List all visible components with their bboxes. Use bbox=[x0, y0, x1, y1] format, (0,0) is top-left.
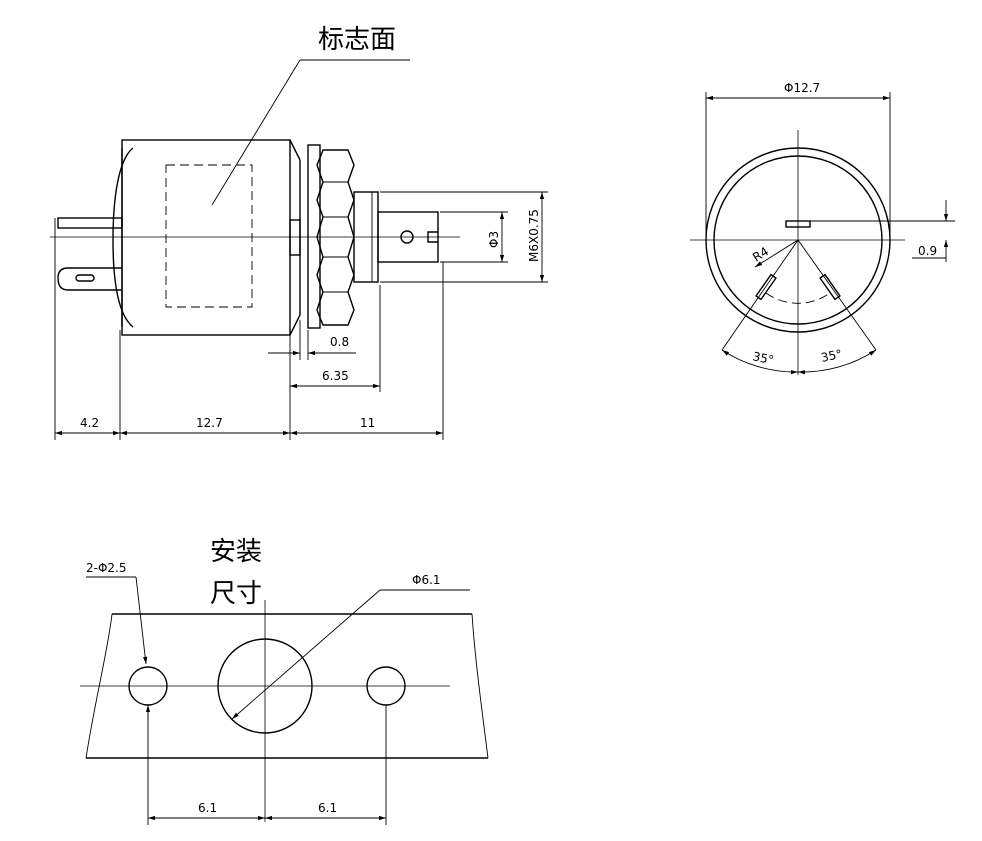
top-terminal-slot bbox=[785, 220, 811, 228]
panel-washer bbox=[307, 144, 321, 329]
hex-nut bbox=[316, 149, 355, 326]
right-terminal-slot bbox=[819, 273, 841, 301]
rear-terminal-bottom bbox=[57, 267, 122, 291]
rear-terminal-top bbox=[57, 217, 123, 229]
mounting-label-line1: 安装 bbox=[210, 537, 262, 567]
spacing-right: 6.1 bbox=[318, 801, 337, 815]
marking-face-label: 标志面 bbox=[318, 25, 396, 55]
dim-0-9: 0.9 bbox=[918, 244, 937, 258]
angle-right: 35° bbox=[820, 347, 844, 365]
dim-phi12-7: Φ12.7 bbox=[784, 81, 820, 95]
bulb-face bbox=[112, 147, 134, 328]
spacing-left: 6.1 bbox=[198, 801, 217, 815]
dim-thread: M6X0.75 bbox=[527, 209, 541, 262]
center-hole-label: Φ6.1 bbox=[412, 573, 441, 587]
dim-12-7: 12.7 bbox=[196, 416, 223, 430]
dim-4-2: 4.2 bbox=[80, 416, 99, 430]
hole-pattern-label: 2-Φ2.5 bbox=[86, 561, 127, 575]
dim-r4: R4 bbox=[750, 244, 771, 264]
front-terminal bbox=[377, 211, 439, 263]
dim-0-8: 0.8 bbox=[330, 335, 349, 349]
marking-face-leader bbox=[211, 59, 301, 206]
mounting-label-line2: 尺寸 bbox=[210, 579, 262, 609]
front-view: R4 35° 35° Φ12.7 0.9 bbox=[690, 81, 955, 375]
housing-body bbox=[121, 139, 291, 336]
marking-face-outline bbox=[165, 164, 253, 308]
dim-phi3: Φ3 bbox=[487, 231, 501, 248]
center-hole bbox=[217, 638, 313, 734]
dim-11: 11 bbox=[360, 416, 375, 430]
dim-6-35: 6.35 bbox=[322, 369, 349, 383]
angle-left: 35° bbox=[751, 349, 775, 367]
side-view: 标志面 4.2 12.7 11 6.3 bbox=[50, 25, 548, 440]
mounting-cutout: 安装 尺寸 2-Φ2.5 Φ6.1 6.1 6.1 bbox=[80, 537, 489, 825]
